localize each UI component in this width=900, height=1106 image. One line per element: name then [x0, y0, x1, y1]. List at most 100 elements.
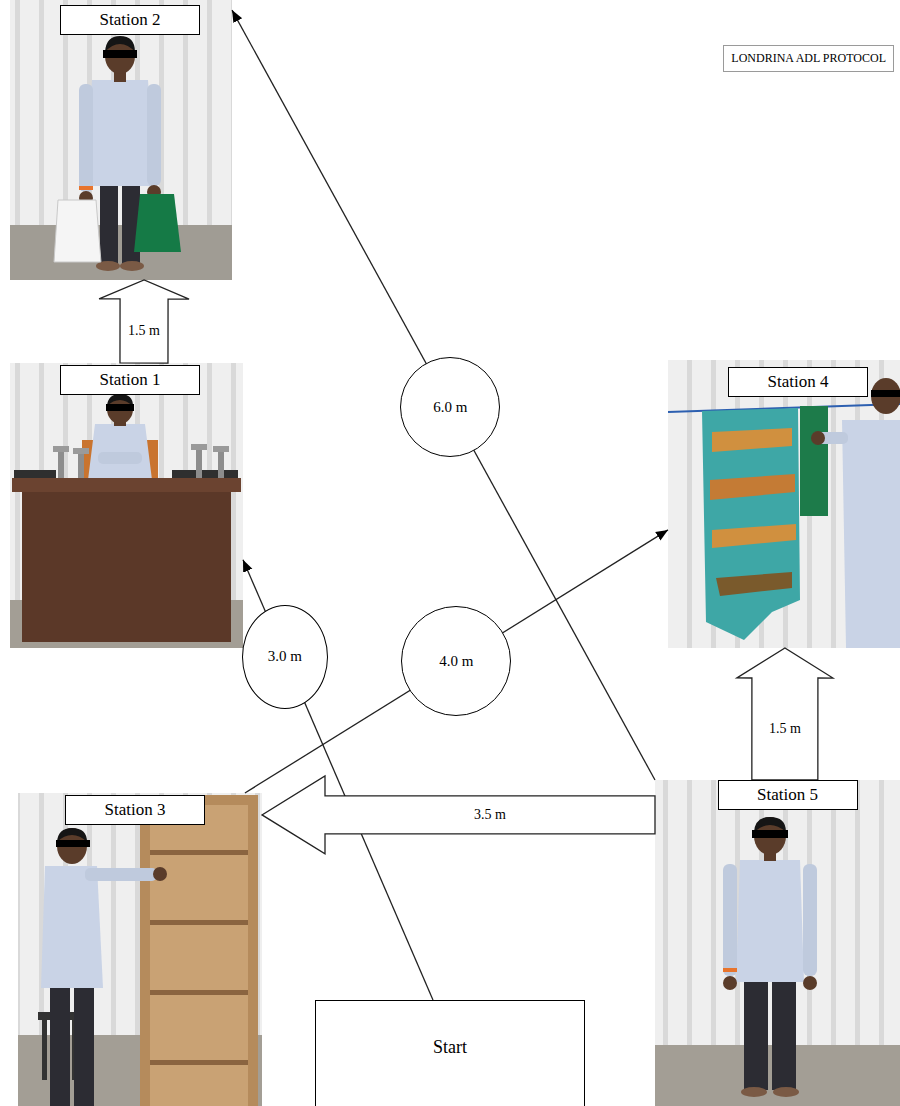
shelf-board: [150, 1060, 248, 1065]
floor: [10, 225, 232, 280]
wristband: [79, 186, 93, 190]
cloth-stripe: [710, 474, 795, 500]
station-4-photo: [668, 360, 900, 648]
wristband: [723, 968, 737, 972]
cloth-stripe: [716, 572, 792, 596]
hair: [57, 828, 87, 842]
eye-bar: [103, 50, 137, 58]
arm: [79, 84, 93, 192]
distance-label: 4.0 m: [401, 606, 511, 716]
shelf: [140, 795, 258, 1106]
hand: [153, 867, 167, 881]
head: [871, 378, 900, 414]
station-photo: Station 1: [10, 363, 243, 648]
distance-label: 3.0 m: [242, 605, 328, 709]
cloth: [702, 408, 800, 640]
hair: [105, 36, 135, 52]
station-photo: Station 4: [668, 360, 900, 648]
station-photo: Station 2: [10, 0, 232, 280]
eye-bar: [752, 830, 788, 838]
station-photo: Station 3: [18, 793, 262, 1106]
green-bag: [134, 194, 181, 252]
dumbbell: [73, 448, 89, 454]
block-arrow: [737, 648, 833, 780]
shirt: [736, 860, 804, 982]
shirt: [41, 866, 103, 988]
path-arrow: [232, 10, 655, 780]
dumbbell: [78, 452, 84, 478]
table-front: [22, 492, 231, 642]
curtain: [668, 360, 900, 648]
arm: [723, 864, 737, 976]
trouser-leg: [772, 978, 796, 1090]
eye-bar: [106, 404, 134, 411]
shelf-back: [150, 805, 248, 1106]
station-3-photo: [18, 793, 262, 1106]
towel: [800, 406, 828, 516]
dumbbell: [53, 446, 69, 452]
shelf-board: [150, 920, 248, 925]
title-box: LONDRINA ADL PROTOCOL: [723, 45, 894, 72]
eye-bar: [56, 840, 90, 847]
foot: [741, 1087, 767, 1097]
head: [107, 394, 133, 424]
shirt: [88, 424, 152, 480]
hand: [811, 431, 825, 445]
station-2-photo: [10, 0, 232, 280]
mat: [172, 470, 238, 479]
dumbbell: [191, 444, 207, 450]
arms: [85, 868, 157, 881]
white-bag: [54, 200, 101, 262]
block-arrow: [99, 280, 189, 363]
dumbbell: [218, 450, 224, 478]
station-photo: Station 5: [655, 780, 900, 1106]
trouser-leg: [50, 986, 70, 1106]
distance-label: 3.5 m: [472, 807, 508, 823]
start-label: Start: [316, 1001, 584, 1058]
hair: [754, 817, 786, 832]
trouser-leg: [744, 978, 768, 1090]
table-top: [12, 478, 241, 492]
curtain: [10, 363, 243, 648]
dumbbell: [196, 448, 202, 478]
shelf-board: [150, 990, 248, 995]
mat: [14, 470, 56, 479]
distance-label: 1.5 m: [767, 721, 803, 737]
cloth-stripe: [712, 524, 796, 548]
hand: [803, 976, 817, 990]
trouser-leg: [74, 986, 94, 1106]
foot: [773, 1087, 799, 1097]
arms: [98, 452, 142, 464]
dumbbell: [58, 450, 64, 478]
eye-bar: [871, 390, 900, 397]
arm: [147, 84, 161, 186]
shirt: [842, 420, 900, 648]
cloth-stripe: [712, 428, 792, 452]
shirt: [86, 80, 154, 186]
station-label: Station 1: [60, 365, 200, 395]
curtain: [10, 0, 232, 225]
station-label: Station 4: [728, 367, 868, 397]
arm: [812, 432, 848, 444]
station-label: Station 5: [718, 780, 858, 810]
distance-label: 6.0 m: [400, 357, 500, 457]
station-5-photo: [655, 780, 900, 1106]
start-box: Start: [315, 1000, 585, 1106]
station-label: Station 3: [65, 795, 205, 825]
station-1-photo: [10, 363, 243, 648]
stool-leg: [42, 1020, 47, 1080]
curtain: [655, 780, 900, 1106]
foot: [120, 261, 144, 271]
hand: [723, 976, 737, 990]
block-arrow: [262, 776, 655, 854]
station-label: Station 2: [60, 5, 200, 35]
distance-label: 1.5 m: [126, 323, 162, 339]
arm: [803, 864, 817, 976]
curtain: [18, 793, 262, 1106]
dumbbell: [213, 446, 229, 452]
trouser-leg: [100, 182, 118, 264]
shelf-board: [150, 850, 248, 855]
